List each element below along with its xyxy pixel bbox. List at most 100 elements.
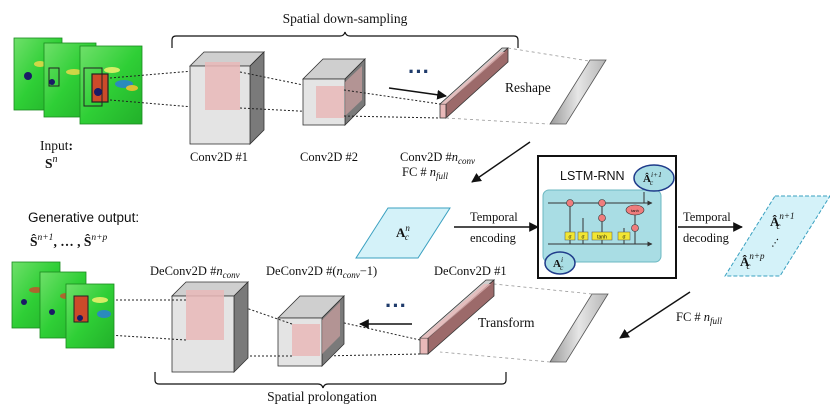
svg-text:DeConv2D #nconv: DeConv2D #nconv xyxy=(150,264,240,280)
convn-label-prefix: Conv2D # xyxy=(400,150,452,164)
deconv1-block xyxy=(418,279,496,355)
out-A2: Â xyxy=(740,254,750,269)
fc-top-prefix: FC # xyxy=(402,165,430,179)
fc-bottom-sub: full xyxy=(710,316,723,326)
lstm-out-A: Â xyxy=(643,173,651,185)
lstm-gate-sigma-2 xyxy=(577,231,589,241)
prolongation-dots: ··· xyxy=(385,293,407,318)
svg-text:Input:: Input: xyxy=(40,138,73,153)
lstm-tanh-node-label: tanh xyxy=(631,208,639,213)
gen-formula-mid: , … , Ŝ xyxy=(53,234,91,249)
fc-bottom-prefix: FC # xyxy=(676,310,704,324)
svg-text:Sn: Sn xyxy=(45,154,58,171)
gate-sigma-2-label: σ xyxy=(581,235,585,241)
lstm-label: LSTM-RNN xyxy=(560,169,625,183)
input-frames xyxy=(13,37,143,125)
fc-bottom-n: n xyxy=(704,310,710,324)
deconv1-deconvn1-lines xyxy=(321,317,421,357)
temporal-encoding-1: Temporal xyxy=(470,210,518,224)
conv2-block xyxy=(302,58,366,126)
conv1-block xyxy=(189,51,265,145)
deconvn1-n: n xyxy=(336,264,342,278)
input-symbol: S xyxy=(45,156,53,171)
svg-text:FC # nfull: FC # nfull xyxy=(676,310,723,326)
reshape-projection-lines xyxy=(445,47,596,125)
transform-label: Transform xyxy=(478,315,535,330)
downsample-dots: ··· xyxy=(408,59,430,84)
conv2-convn-lines xyxy=(343,89,441,119)
generative-output-label: Generative output: xyxy=(28,210,139,225)
out-A1-sup: n+1 xyxy=(779,211,794,221)
input-frame-3 xyxy=(79,45,143,125)
latent-sup: n xyxy=(405,223,410,233)
bottom-brace xyxy=(154,372,507,389)
lstm-out-sub: c xyxy=(650,178,654,187)
fc-top-sub: full xyxy=(436,171,449,181)
spatial-downsampling-label: Spatial down-sampling xyxy=(283,11,408,26)
transform-slab xyxy=(549,293,609,363)
deconv1-label: DeConv2D #1 xyxy=(434,264,507,278)
output-frame-3 xyxy=(65,283,115,349)
latent-vector xyxy=(355,207,451,259)
temporal-decoding-2: decoding xyxy=(683,231,730,245)
input-colon: : xyxy=(69,138,74,153)
temporal-encoding-2: encoding xyxy=(470,231,517,245)
gen-formula-left: Ŝ xyxy=(30,234,38,249)
transform-projection-lines xyxy=(439,283,593,363)
reshape-slab xyxy=(549,59,607,125)
svg-text:Âi+1c: Âi+1c xyxy=(643,170,662,187)
svg-text:Ŝn+1, … , Ŝn+p: Ŝn+1, … , Ŝn+p xyxy=(30,233,107,249)
fc-top-n: n xyxy=(430,165,436,179)
temporal-decoding-1: Temporal xyxy=(683,210,731,224)
svg-text:Anc: Anc xyxy=(396,223,410,242)
down-arrow xyxy=(388,87,447,100)
svg-text:FC # nfull: FC # nfull xyxy=(402,165,449,181)
fc-bottom-arrow xyxy=(619,291,691,339)
convn-block xyxy=(438,47,510,119)
lstm-add-node xyxy=(598,199,606,207)
gate-sigma-1-label: σ xyxy=(568,235,572,241)
output-latent-vector xyxy=(724,195,830,277)
lstm-input-ellipse xyxy=(544,251,576,275)
lstm-gate-sigma-3 xyxy=(617,231,631,241)
out-A2-sub: c xyxy=(746,261,750,271)
fc-top-arrow xyxy=(471,141,531,183)
lstm-input-node xyxy=(598,214,606,222)
lstm-in-sup: i xyxy=(561,255,563,264)
lstm-gate-tanh xyxy=(591,231,613,241)
svg-text:Conv2D #nconv: Conv2D #nconv xyxy=(400,150,475,166)
svg-text:DeConv2D #(nconv−1): DeConv2D #(nconv−1) xyxy=(266,264,377,280)
deconvn-sub: conv xyxy=(223,270,240,280)
out-A1-sub: c xyxy=(776,221,780,231)
deconvn1-sub: conv xyxy=(343,270,360,280)
reshape-label: Reshape xyxy=(505,80,551,95)
lstm-forget-node xyxy=(566,199,574,207)
output-frames xyxy=(11,261,115,349)
lstm-in-A: A xyxy=(553,258,561,270)
deconvn-prefix: DeConv2D # xyxy=(150,264,217,278)
out-A2-sup: n+p xyxy=(749,251,765,261)
gen-formula-sup2: n+p xyxy=(91,233,107,243)
lstm-tanh-node xyxy=(625,204,645,216)
lstm-out-sup: i+1 xyxy=(651,170,662,179)
input-superscript: n xyxy=(53,154,58,165)
conv1-label: Conv2D #1 xyxy=(190,150,248,164)
svg-text:Aic: Aic xyxy=(553,255,564,272)
top-brace xyxy=(171,31,519,48)
lstm-gate-sigma-1 xyxy=(564,231,576,241)
svg-text:Ân+pc: Ân+pc xyxy=(740,251,765,271)
out-A1: Â xyxy=(770,214,780,229)
gate-sigma-3-label: σ xyxy=(622,235,626,241)
deconvn-n: n xyxy=(216,264,222,278)
gate-tanh-label: tanh xyxy=(597,235,607,241)
convn-label-sub: conv xyxy=(458,156,475,166)
latent-A: A xyxy=(396,225,406,240)
svg-text:Ân+1c: Ân+1c xyxy=(770,211,794,231)
lstm-output-ellipse xyxy=(633,164,675,192)
deconvn1-suffix: −1) xyxy=(360,264,377,278)
conv2-label: Conv2D #2 xyxy=(300,150,358,164)
latent-sub: c xyxy=(405,232,409,242)
deconvn-block xyxy=(171,281,249,373)
